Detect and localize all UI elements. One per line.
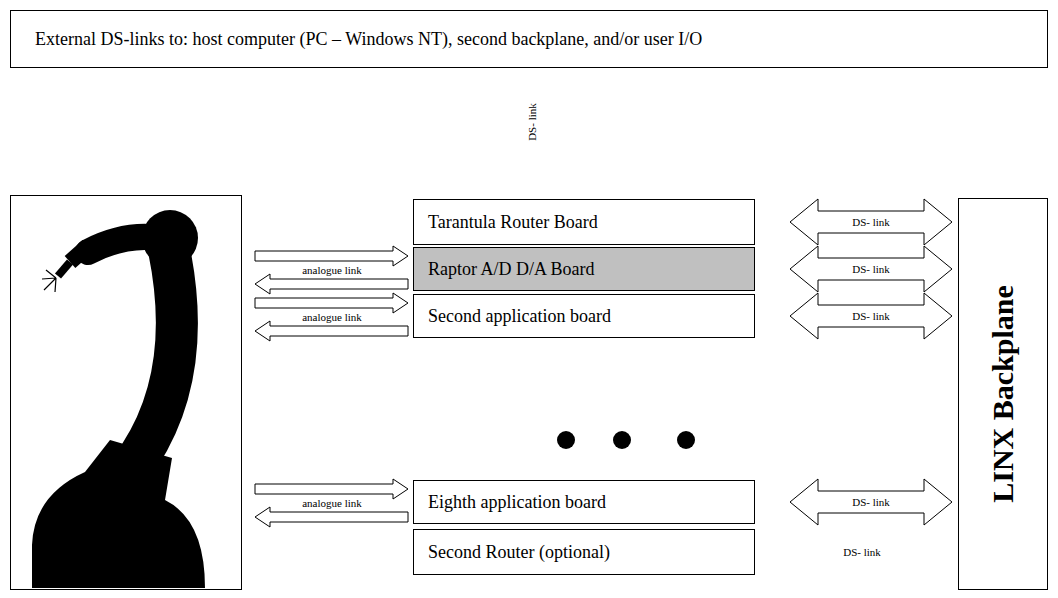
ds-link-arrow — [790, 199, 952, 245]
board-box: Tarantula Router Board — [413, 199, 755, 245]
analogue-label: analogue link — [301, 497, 363, 509]
board-label: Tarantula Router Board — [428, 212, 740, 233]
ds-link-arrow — [790, 246, 952, 292]
header-box: External DS-links to: host computer (PC … — [10, 10, 1048, 68]
board-label: Second application board — [428, 306, 740, 327]
board-label: Second Router (optional) — [428, 542, 740, 563]
robot-frame — [11, 196, 242, 590]
backplane-title: LINX Backplane — [986, 285, 1021, 503]
board-label: Eighth application board — [428, 492, 740, 513]
ellipsis-dots — [557, 431, 695, 449]
analogue-label: analogue link — [301, 264, 363, 276]
link-label: DS- link — [843, 546, 881, 558]
link-label: DS- link — [852, 496, 890, 508]
board-box: Second application board — [413, 294, 755, 338]
board-label: Raptor A/D D/A Board — [428, 259, 740, 280]
link-label: DS- link — [852, 216, 890, 228]
analogue-arrows — [255, 246, 408, 527]
board-box: Second Router (optional) — [413, 529, 755, 575]
ds-link-arrow — [790, 479, 952, 525]
link-label: DS- link — [852, 263, 890, 275]
robot-arm — [32, 210, 205, 588]
analogue-label: analogue link — [301, 311, 363, 323]
link-label: DS- link — [852, 310, 890, 322]
ds-link-arrow — [790, 293, 952, 339]
backplane-box: LINX Backplane — [958, 198, 1048, 590]
board-box: Raptor A/D D/A Board — [413, 247, 755, 291]
board-box: Eighth application board — [413, 480, 755, 524]
board-label: External DS-links to: host computer (PC … — [35, 29, 1023, 50]
link-label: DS- link — [526, 103, 538, 141]
